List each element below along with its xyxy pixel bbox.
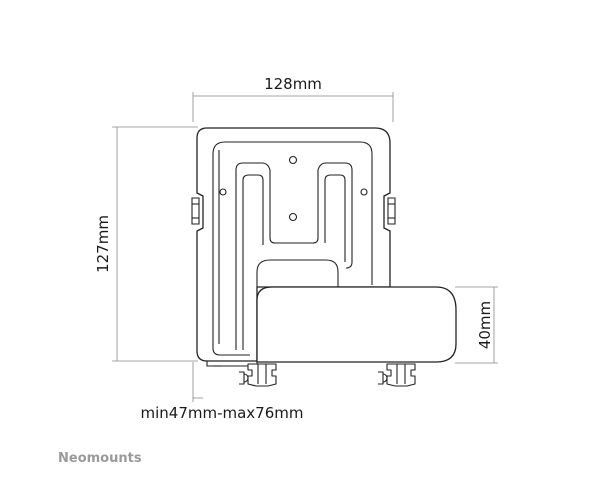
bracket-plate xyxy=(196,127,391,362)
right-clip xyxy=(387,197,396,225)
width-dimension xyxy=(192,92,394,122)
device-box xyxy=(256,286,457,363)
range-label: min47mm-max76mm xyxy=(140,404,303,422)
left-hole-icon xyxy=(219,188,227,196)
screw-holes xyxy=(219,155,368,222)
width-label: 128mm xyxy=(264,75,322,93)
right-hole-icon xyxy=(360,188,368,196)
left-slot xyxy=(235,162,353,350)
left-foot xyxy=(239,363,277,387)
left-clip xyxy=(191,197,200,225)
range-dimension xyxy=(192,362,203,402)
depth-label: 40mm xyxy=(476,301,494,349)
bracket-arm xyxy=(256,259,339,287)
height-dimension xyxy=(112,126,198,362)
height-label: 127mm xyxy=(94,215,112,273)
brand-logo: Neomounts xyxy=(58,451,142,466)
inner-frame xyxy=(212,141,373,356)
depth-dimension xyxy=(455,286,498,364)
middle-hole-icon xyxy=(288,212,298,222)
right-foot xyxy=(378,363,416,387)
top-hole-icon xyxy=(288,155,298,165)
